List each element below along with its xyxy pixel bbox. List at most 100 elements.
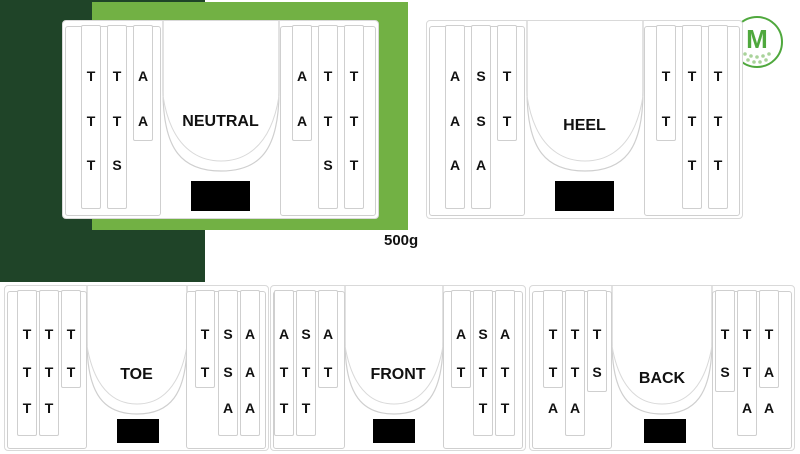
weight-slot bbox=[292, 25, 312, 141]
weight-letter: T bbox=[687, 68, 697, 84]
weight-letter: S bbox=[223, 364, 233, 380]
weight-letter: T bbox=[720, 326, 730, 342]
weight-slot bbox=[240, 290, 260, 436]
config-name: BACK bbox=[638, 370, 686, 387]
weight-letter: T bbox=[200, 326, 210, 342]
weight-letter: T bbox=[22, 364, 32, 380]
weight-letter: T bbox=[279, 364, 289, 380]
weight-letter: T bbox=[112, 113, 122, 129]
config-name: NEUTRAL bbox=[182, 113, 259, 130]
config-name: TOE bbox=[120, 366, 153, 383]
weight-slot bbox=[107, 25, 127, 209]
weight-slot bbox=[445, 25, 465, 209]
weight-slot bbox=[17, 290, 37, 436]
marker-bar bbox=[117, 419, 159, 443]
weight-letter: A bbox=[137, 113, 149, 129]
weight-slot bbox=[737, 290, 757, 436]
weight-slot bbox=[296, 290, 316, 436]
weight-slot bbox=[587, 290, 607, 392]
weight-slot bbox=[318, 290, 338, 388]
weight-letter: T bbox=[86, 157, 96, 173]
config-name: HEEL bbox=[563, 117, 606, 134]
weight-letter: T bbox=[713, 157, 723, 173]
weight-slot bbox=[39, 290, 59, 436]
weight-slot bbox=[218, 290, 238, 436]
weight-letter: S bbox=[112, 157, 122, 173]
weight-letter: S bbox=[720, 364, 730, 380]
weight-letter: T bbox=[86, 113, 96, 129]
weight-slot bbox=[274, 290, 294, 436]
weight-letter: T bbox=[742, 364, 752, 380]
weight-letter: T bbox=[349, 68, 359, 84]
weight-letter: A bbox=[222, 400, 234, 416]
weight-letter: T bbox=[764, 326, 774, 342]
weight-letter: T bbox=[301, 400, 311, 416]
weight-letter: A bbox=[475, 157, 487, 173]
marker-bar bbox=[555, 181, 614, 211]
golf-logo-icon: M bbox=[729, 14, 785, 70]
weight-slot bbox=[708, 25, 728, 209]
weight-slot bbox=[497, 25, 517, 141]
weight-letter: A bbox=[763, 364, 775, 380]
weight-slot bbox=[495, 290, 515, 436]
weight-letter: A bbox=[569, 400, 581, 416]
weight-letter: A bbox=[449, 157, 461, 173]
weight-letter: S bbox=[592, 364, 602, 380]
weight-slot bbox=[195, 290, 215, 388]
weight-letter: A bbox=[547, 400, 559, 416]
weight-slot bbox=[133, 25, 153, 141]
weight-letter: T bbox=[713, 68, 723, 84]
weight-letter: T bbox=[687, 157, 697, 173]
weight-slot bbox=[473, 290, 493, 436]
config-name: FRONT bbox=[370, 366, 426, 383]
weight-letter: S bbox=[223, 326, 233, 342]
weight-letter: T bbox=[301, 364, 311, 380]
weight-slot bbox=[61, 290, 81, 388]
weight-letter: A bbox=[296, 113, 308, 129]
weight-slot bbox=[451, 290, 471, 388]
weight-letter: T bbox=[500, 400, 510, 416]
weight-letter: T bbox=[713, 113, 723, 129]
weight-letter: A bbox=[763, 400, 775, 416]
weight-letter: T bbox=[44, 326, 54, 342]
weight-slot bbox=[715, 290, 735, 392]
weight-slot bbox=[656, 25, 676, 141]
weight-letter: T bbox=[22, 326, 32, 342]
logo-letter: M bbox=[746, 24, 768, 54]
weight-letter: T bbox=[349, 113, 359, 129]
weight-slot bbox=[471, 25, 491, 209]
weight-letter: T bbox=[44, 400, 54, 416]
weight-letter: T bbox=[570, 364, 580, 380]
weight-slot bbox=[565, 290, 585, 436]
weight-letter: T bbox=[661, 68, 671, 84]
marker-bar bbox=[644, 419, 686, 443]
weight-letter: A bbox=[296, 68, 308, 84]
weight-letter: T bbox=[687, 113, 697, 129]
weight-letter: T bbox=[502, 113, 512, 129]
weight-letter: T bbox=[570, 326, 580, 342]
weight-slot bbox=[344, 25, 364, 209]
weight-letter: A bbox=[244, 364, 256, 380]
weight-slot bbox=[682, 25, 702, 209]
weight-letter: T bbox=[323, 113, 333, 129]
weight-letter: A bbox=[449, 113, 461, 129]
weight-letter: T bbox=[44, 364, 54, 380]
weight-letter: S bbox=[301, 326, 311, 342]
weight-letter: S bbox=[323, 157, 333, 173]
weight-letter: T bbox=[456, 364, 466, 380]
weight-letter: S bbox=[478, 326, 488, 342]
weight-letter: T bbox=[112, 68, 122, 84]
weight-letter: T bbox=[661, 113, 671, 129]
weight-letter: T bbox=[478, 400, 488, 416]
weight-letter: T bbox=[502, 68, 512, 84]
weight-letter: A bbox=[499, 326, 511, 342]
weight-letter: S bbox=[476, 113, 486, 129]
marker-bar bbox=[191, 181, 250, 211]
weight-letter: A bbox=[449, 68, 461, 84]
weight-slot bbox=[81, 25, 101, 209]
